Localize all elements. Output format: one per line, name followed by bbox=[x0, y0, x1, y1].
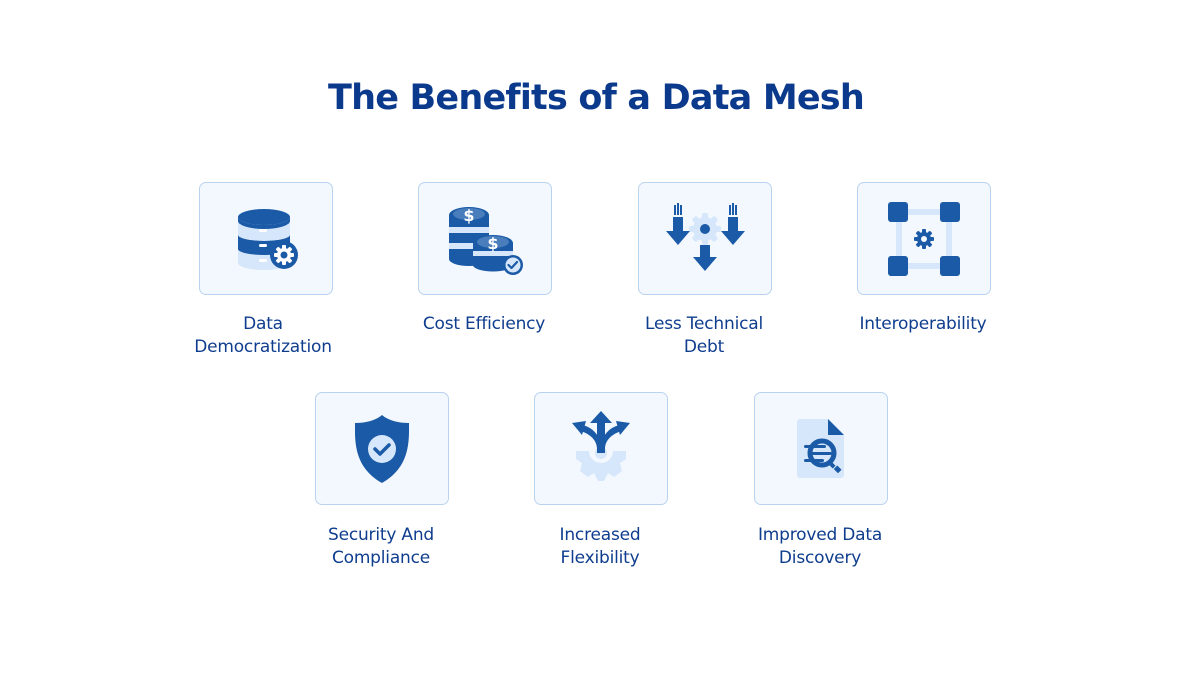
benefit-label: Data Democratization bbox=[153, 313, 373, 359]
svg-text:$: $ bbox=[487, 234, 498, 253]
database-gear-icon bbox=[238, 208, 298, 270]
label-line: Interoperability bbox=[859, 314, 987, 334]
label-line: Democratization bbox=[194, 337, 332, 357]
label-line: Data bbox=[243, 314, 283, 334]
label-line: Discovery bbox=[778, 548, 862, 568]
document-search-icon bbox=[797, 418, 844, 478]
label-line: Increased bbox=[559, 525, 641, 545]
split-arrows-gear-icon bbox=[572, 410, 630, 481]
benefit-label: Increased Flexibility bbox=[490, 524, 710, 570]
label-line: Improved Data bbox=[757, 525, 883, 545]
benefit-label: Cost Efficiency bbox=[374, 313, 594, 336]
shield-check-icon bbox=[354, 414, 410, 483]
benefit-card: $ $ bbox=[418, 182, 552, 295]
benefit-card bbox=[857, 182, 991, 295]
benefit-card bbox=[534, 392, 668, 505]
benefit-card bbox=[199, 182, 333, 295]
label-line: Less Technical bbox=[644, 314, 763, 334]
label-line: Security And bbox=[327, 525, 434, 545]
label-line: Debt bbox=[683, 337, 725, 357]
benefit-label: Improved Data Discovery bbox=[710, 524, 930, 570]
coins-check-icon: $ $ bbox=[449, 206, 523, 275]
label-line: Flexibility bbox=[560, 548, 640, 568]
arrows-down-gear-icon bbox=[666, 202, 745, 271]
benefit-card bbox=[754, 392, 888, 505]
label-line: Cost Efficiency bbox=[422, 314, 546, 334]
benefit-label: Security And Compliance bbox=[271, 524, 491, 570]
label-line: Compliance bbox=[331, 548, 431, 568]
nodes-gear-icon bbox=[888, 201, 960, 276]
page-title: The Benefits of a Data Mesh bbox=[328, 78, 865, 118]
svg-text:$: $ bbox=[463, 206, 474, 225]
benefit-label: Interoperability bbox=[813, 313, 1033, 336]
benefit-label: Less Technical Debt bbox=[594, 313, 814, 359]
benefit-card bbox=[638, 182, 772, 295]
benefit-card bbox=[315, 392, 449, 505]
